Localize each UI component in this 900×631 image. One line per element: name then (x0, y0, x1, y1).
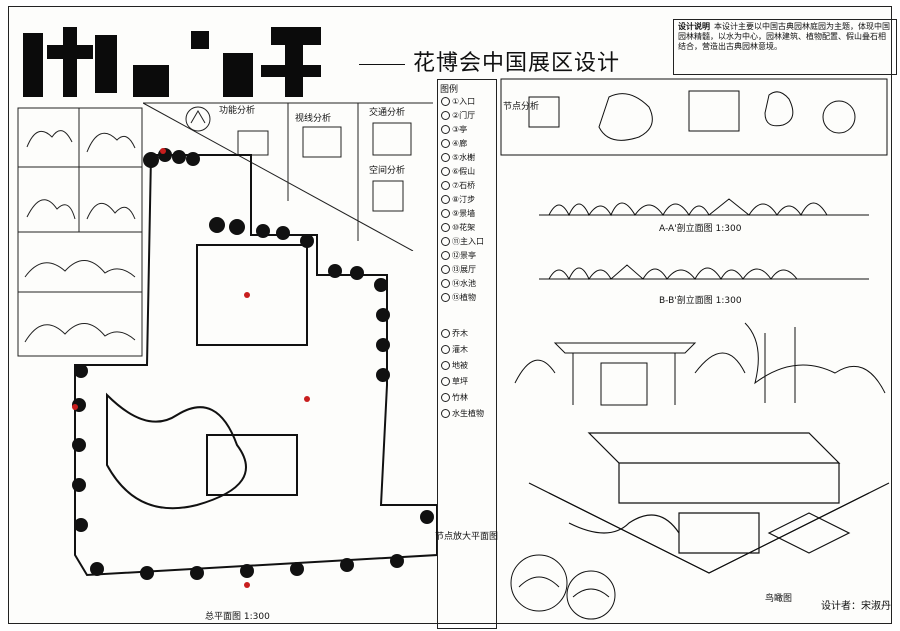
traffic-analysis-title: 交通分析 (369, 108, 406, 118)
legend-item: ⑥假山 (441, 166, 475, 177)
title-text: 花博会中国展区设计 (413, 51, 621, 76)
legend-item: ②门厅 (441, 110, 475, 121)
legend-item: ⑫景亭 (441, 250, 476, 261)
drawing-sheet: 花博会中国展区设计 设计说明本设计主要以中国古典园林庭园为主题，体现中国园林精髓… (8, 6, 897, 629)
legend-item: 灌木 (441, 344, 468, 355)
legend-item: 地被 (441, 360, 468, 371)
notes-body: 本设计主要以中国古典园林庭园为主题，体现中国园林精髓，以水为中心，园林建筑、植物… (678, 22, 890, 51)
node-analysis-title: 节点分析 (503, 102, 540, 112)
title-dash (359, 63, 405, 65)
legend-item: 草坪 (441, 376, 468, 387)
legend-item: ⑦石桥 (441, 180, 475, 191)
analysis-panel (143, 102, 433, 251)
perspective-sketches (514, 322, 886, 406)
legend-item: 水生植物 (441, 408, 484, 419)
legend-item: ⑧汀步 (441, 194, 475, 205)
section-bb-caption: B-B'剖立面图 1:300 (659, 296, 742, 306)
legend-item: ③亭 (441, 124, 467, 135)
design-notes: 设计说明本设计主要以中国古典园林庭园为主题，体现中国园林精髓，以水为中心，园林建… (673, 19, 897, 75)
detail-caption: 节点放大平面图 (435, 532, 499, 542)
legend-item: ⑩花架 (441, 222, 475, 233)
view-analysis-title: 视线分析 (295, 114, 332, 124)
left-vignettes (17, 107, 143, 357)
legend-item: ④廊 (441, 138, 467, 149)
space-analysis-title: 空间分析 (369, 166, 406, 176)
logo-lettering (23, 27, 323, 103)
legend-item: ⑨景墙 (441, 208, 475, 219)
detail-circles (510, 554, 616, 620)
legend-item: ⑪主入口 (441, 236, 484, 247)
legend-item: 乔木 (441, 328, 468, 339)
notes-heading: 设计说明 (678, 22, 710, 31)
legend-item: ⑮植物 (441, 292, 476, 303)
legend-item: ①入口 (441, 96, 475, 107)
node-sketches (500, 78, 888, 156)
legend-item: ⑬展厅 (441, 264, 476, 275)
birdseye-caption: 鸟瞰图 (765, 594, 793, 604)
page-title: 花博会中国展区设计 (359, 45, 620, 77)
signature: 设计者：宋淑丹 (821, 601, 891, 612)
legend-panel: 图例 ①入口 ②门厅 ③亭 ④廊 ⑤水榭 ⑥假山 ⑦石桥 ⑧汀步 ⑨景墙 ⑩花架… (437, 79, 497, 629)
legend-item: 竹林 (441, 392, 468, 403)
legend-title: 图例 (440, 85, 459, 95)
master-plan (72, 148, 438, 588)
section-aa-caption: A-A'剖立面图 1:300 (659, 224, 742, 234)
legend-item: ⑭水池 (441, 278, 476, 289)
birdseye-view (528, 432, 890, 574)
plan-caption: 总平面图 1:300 (205, 612, 270, 622)
function-analysis-title: 功能分析 (219, 106, 256, 116)
legend-item: ⑤水榭 (441, 152, 475, 163)
section-elevations (539, 198, 869, 281)
